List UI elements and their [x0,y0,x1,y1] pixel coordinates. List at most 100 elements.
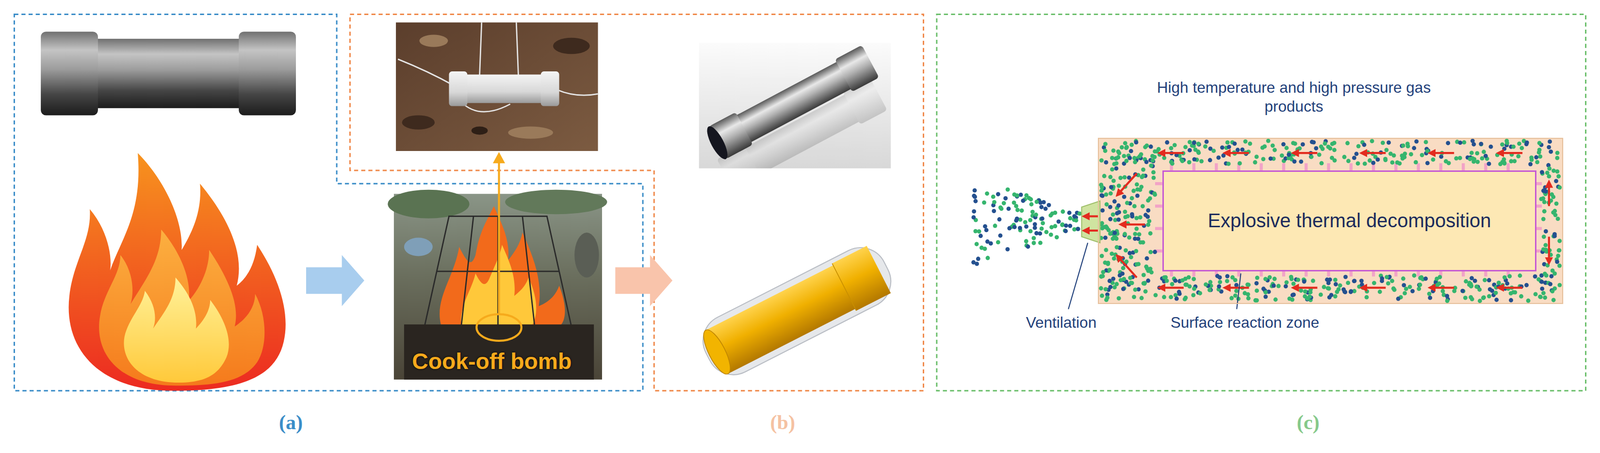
gas-particle [1147,195,1153,201]
gas-particle [1418,282,1423,287]
gas-particle [1486,293,1492,299]
gas-particle [1161,275,1167,280]
gas-particle [1289,297,1295,302]
gas-particle [1524,282,1529,288]
gas-particle [1551,297,1556,303]
gas-particle [1056,219,1062,224]
gas-particle [1401,143,1406,148]
gas-particle [1380,140,1386,146]
gas-particle [1330,141,1335,147]
gas-particle [1461,140,1467,145]
gas-particle [1457,155,1463,161]
gas-particle [1123,209,1128,214]
gas-particle [1157,152,1162,157]
gas-particle [1518,293,1524,299]
gas-particle [1488,144,1494,149]
gas-particle [1401,282,1406,288]
gas-particle [991,194,996,199]
reaction-tick [1304,163,1308,171]
gas-particle [1548,281,1553,287]
gas-particle [995,239,1001,245]
gas-particle [1481,294,1486,300]
gas-particle [1495,152,1500,158]
gas-particle [1182,296,1188,302]
gas-particle [1018,192,1024,197]
gas-particle [1173,278,1178,283]
gas-particle [1524,141,1529,147]
cylinder-cap [40,31,98,115]
gas-particle [1364,289,1370,294]
gas-particle [1541,216,1546,222]
gas-particle [1556,174,1561,179]
gas-particle [1113,252,1118,257]
gas-particle [1003,195,1008,201]
gas-particle [984,227,989,232]
gas-particle [1157,285,1162,290]
gas-particle [1320,146,1325,151]
gas-particle [1336,287,1341,292]
gas-particle [1261,156,1266,162]
gas-particle [976,256,981,262]
gas-particle [971,209,977,214]
gas-particle [1024,224,1029,229]
gas-particle [1408,151,1414,157]
flow-arrow [1161,151,1184,154]
gas-particle [1224,273,1230,278]
gas-particle [1170,281,1175,287]
gas-particle [1226,144,1232,149]
soil-spot [507,126,554,139]
flow-arrow [1118,257,1137,278]
gas-particle [1143,289,1148,294]
flame-inner [123,277,229,383]
gas-particle [1359,278,1364,283]
gas-particle [1333,281,1339,287]
gas-particle [1516,154,1521,159]
gas-particle [1101,269,1106,275]
gas-particle [1114,161,1119,166]
gas-particle [1144,159,1149,164]
gas-particle [1551,194,1556,199]
leader-line [1068,242,1088,310]
gas-particle [1120,271,1125,276]
gas-particle [1352,278,1357,283]
gas-particle [1453,156,1459,161]
gas-particle [1333,293,1338,299]
gas-particle [1075,226,1080,231]
reaction-tick [1259,163,1263,171]
flow-arrow [1363,151,1386,154]
gas-particle [1543,243,1548,248]
simulation-model [693,238,900,384]
gas-particle [1480,156,1485,161]
gas-particle [1329,292,1334,297]
gas-particle [1343,274,1348,279]
gas-particle [1555,253,1561,258]
gas-particle [1308,290,1313,295]
flow-arrow [1122,223,1145,226]
gas-particle [1534,159,1540,164]
gas-particle [1225,140,1230,145]
gas-particle [1500,142,1505,147]
gas-particle [1245,282,1250,287]
gas-particle [1104,202,1110,207]
gas-particle [1327,146,1333,151]
gas-particle [1240,147,1245,152]
gas-particle [971,260,976,265]
flow-arrow [1226,151,1249,154]
gas-particle [1207,287,1212,293]
gas-particle [1108,174,1113,180]
gas-particle [1261,286,1266,291]
gas-particle [1103,148,1108,153]
post [574,232,599,278]
gas-particle [1386,140,1391,145]
gas-particle [1425,161,1430,166]
reaction-tick [1155,227,1163,230]
gas-particle [1546,145,1552,150]
gas-particle [1014,193,1020,198]
gas-particle [1012,224,1017,229]
gas-particle [1043,206,1048,211]
gas-particle [1129,280,1135,285]
gas-particle [1554,155,1560,161]
gas-particle [1135,193,1140,198]
gas-particle [1180,158,1185,164]
reaction-tick [1416,163,1420,171]
